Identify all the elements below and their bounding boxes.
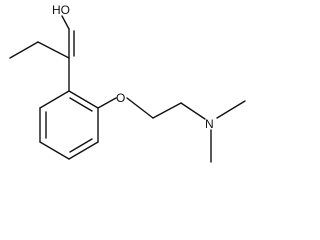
bond-ch2-c-oxime — [37, 41, 70, 59]
ring-bond-3 — [68, 141, 99, 160]
atom-label-hydroxyl: HO — [52, 3, 70, 17]
bond-o-ch2 — [126, 97, 154, 119]
ring-double-inner-2 — [69, 138, 93, 153]
atom-label-amine-nitrogen: N — [205, 117, 214, 131]
bond-ring-o — [97, 97, 117, 109]
bond-ch2-ch2 — [152, 102, 182, 119]
bond-n-methyl-1 — [216, 100, 246, 119]
bond-methyl-ch2 — [9, 41, 39, 59]
ring-double-inner-1 — [69, 97, 93, 112]
ring-bond-4 — [39, 141, 70, 160]
ring-bond-1 — [68, 90, 99, 109]
bond-ch2-n — [180, 102, 206, 120]
structure-diagram: HO O N — [9, 3, 246, 163]
ring-bond-6 — [39, 90, 70, 109]
atom-label-ether-oxygen: O — [116, 91, 125, 105]
bond-n-o-oxime — [61, 15, 70, 30]
